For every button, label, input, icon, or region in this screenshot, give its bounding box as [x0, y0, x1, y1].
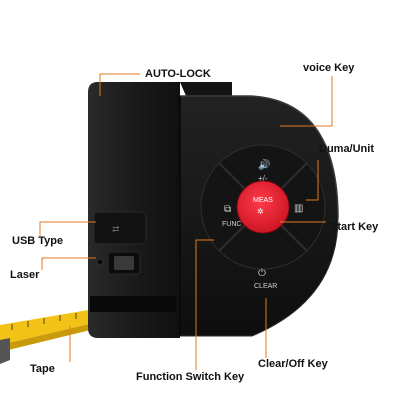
voice-button[interactable]: 🔊 +/- — [258, 158, 270, 183]
leader-voice — [280, 76, 333, 127]
unit-icon: ▥ — [294, 203, 303, 214]
function-switch-button[interactable]: ⧉ FUNC — [222, 204, 241, 228]
leader-laser — [41, 257, 96, 270]
svg-text:⇄: ⇄ — [112, 224, 120, 234]
speaker-icon: 🔊 — [258, 158, 270, 171]
leader-usb — [39, 221, 96, 236]
label-start-key: Start Key — [330, 221, 379, 233]
meas-label: MEAS — [253, 197, 273, 204]
label-tape: Tape — [30, 363, 55, 375]
label-laser: Laser — [10, 269, 40, 281]
volume-label: +/- — [258, 174, 268, 183]
label-voice-key: voice Key — [303, 62, 355, 74]
leader-lines — [39, 73, 333, 370]
clear-off-button[interactable]: ⏻ CLEAR — [254, 268, 277, 290]
label-duma-unit: Duma/Unit — [319, 143, 374, 155]
laser-icon: ✲ — [257, 207, 264, 216]
func-label: FUNC — [222, 221, 241, 228]
leader-auto-lock — [99, 73, 140, 96]
start-meas-button[interactable]: MEAS ✲ — [236, 180, 290, 234]
unit-button[interactable]: ▥ — [294, 203, 303, 214]
label-function-switch-key: Function Switch Key — [136, 371, 245, 383]
label-clear-off-key: Clear/Off Key — [258, 358, 328, 370]
power-icon: ⏻ — [258, 268, 266, 279]
function-icon: ⧉ — [224, 204, 231, 215]
clear-label: CLEAR — [254, 283, 277, 290]
label-auto-lock: AUTO-LOCK — [145, 68, 211, 80]
leader-function — [195, 239, 214, 370]
leader-duma — [306, 160, 319, 201]
label-usb-type: USB Type — [12, 235, 64, 247]
